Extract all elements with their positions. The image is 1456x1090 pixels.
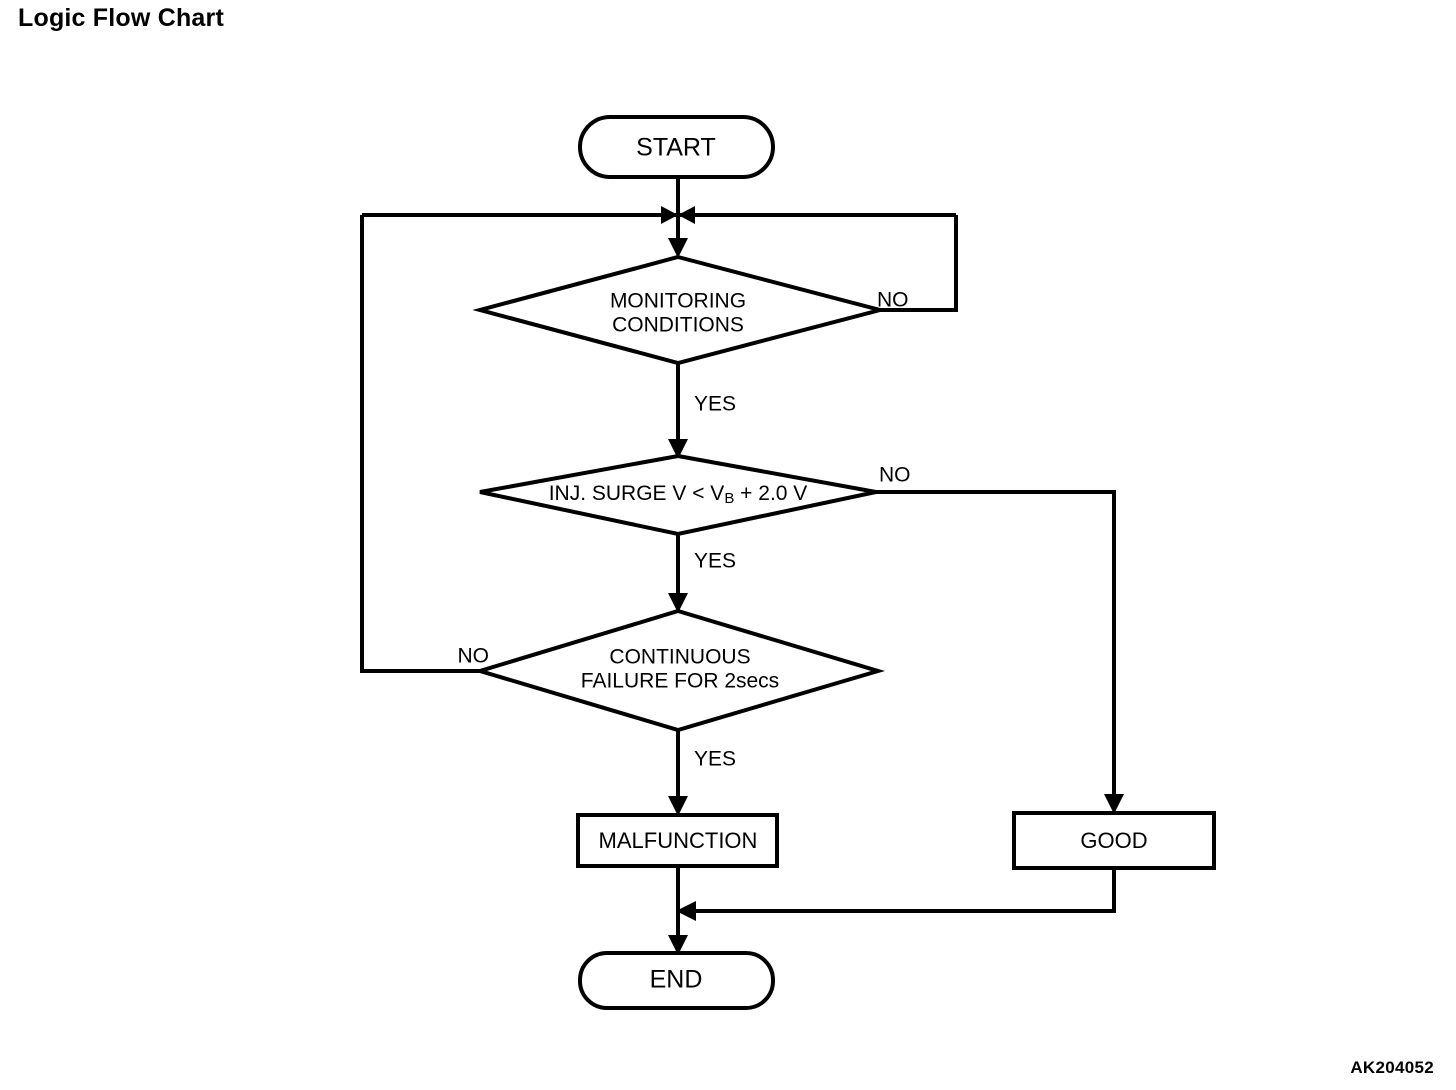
node-malfunction[interactable] [576, 813, 779, 868]
node-inj-surge-label-suffix: + 2.0 V [734, 482, 807, 505]
edge-label-continuous-yes: YES [694, 748, 736, 771]
edge-label-monitoring-yes: YES [694, 393, 736, 416]
node-inj-surge[interactable] [479, 453, 877, 537]
arrow-into-continuous [668, 593, 688, 613]
merge-arrow-from-right [678, 206, 695, 224]
edge-label-surge-yes: YES [694, 550, 736, 573]
edge-label-continuous-no: NO [458, 645, 490, 668]
node-start-label: START [636, 134, 716, 162]
node-continuous-label-line1: CONTINUOUS [609, 646, 750, 669]
edge-continuous-no [360, 215, 480, 673]
edge-label-surge-no: NO [879, 464, 911, 487]
page-title: Logic Flow Chart [18, 4, 224, 32]
edge-surge-no [876, 490, 1116, 805]
node-start[interactable] [578, 115, 775, 179]
arrow-into-surge [668, 439, 688, 459]
node-good[interactable] [1012, 811, 1216, 870]
node-monitoring-label-line1: MONITORING [610, 290, 746, 313]
arrow-into-good [1104, 794, 1124, 814]
edge-good-to-merge [690, 868, 1116, 913]
arrow-good-merge [676, 901, 696, 921]
diagram-code-label: AK204052 [1350, 1058, 1434, 1077]
edge-label-monitoring-no: NO [877, 289, 909, 312]
merge-arrow-from-left [661, 206, 678, 224]
node-continuous-label-line2: FAILURE FOR 2secs [581, 670, 779, 693]
node-end[interactable] [578, 951, 775, 1010]
node-good-label: GOOD [1080, 828, 1147, 853]
arrow-into-monitoring [668, 238, 688, 258]
arrow-into-end [668, 935, 688, 955]
node-inj-surge-label-subscript: B [724, 490, 734, 507]
node-monitoring-conditions[interactable] [472, 254, 888, 366]
node-continuous-failure[interactable] [473, 608, 886, 733]
node-monitoring-label-line2: CONDITIONS [612, 314, 744, 337]
node-malfunction-label: MALFUNCTION [599, 828, 758, 853]
node-inj-surge-label: INJ. SURGE V < VB + 2.0 V [549, 482, 808, 507]
arrow-into-malfunction [668, 796, 688, 816]
edge-monitoring-no [880, 215, 958, 312]
node-inj-surge-label-prefix: INJ. SURGE V < V [549, 482, 725, 505]
node-end-label: END [650, 966, 703, 994]
